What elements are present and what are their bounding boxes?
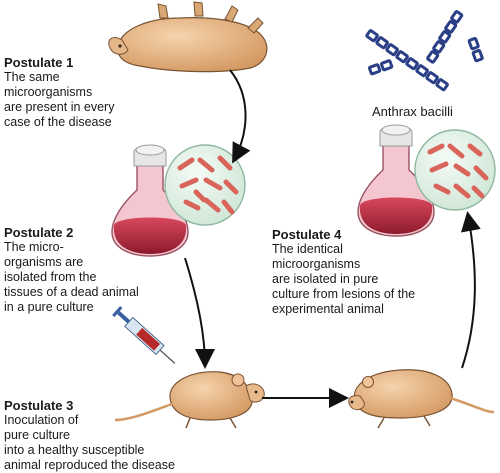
postulate-3-title: Postulate 3 xyxy=(4,398,74,413)
anthrax-bacilli-icon xyxy=(365,10,484,92)
postulate-4-title: Postulate 4 xyxy=(272,227,342,242)
experimental-rat-icon xyxy=(348,369,495,429)
arrow-1-to-2 xyxy=(229,69,251,164)
inoculated-rat-icon xyxy=(114,371,265,429)
syringe-icon xyxy=(112,306,176,364)
petri-dish-2-icon xyxy=(414,129,496,211)
arrow-2-to-3 xyxy=(184,257,215,369)
postulate-2-body: The micro- organisms are isolated from t… xyxy=(4,240,139,314)
postulate-3-body: Inoculation of pure culture into a healt… xyxy=(4,413,175,472)
postulate-2-title: Postulate 2 xyxy=(4,225,74,240)
dead-sheep-icon xyxy=(108,1,268,73)
postulate-1-body: The same microorganisms are present in e… xyxy=(4,70,115,129)
postulate-4-body: The identical microorganisms are isolate… xyxy=(272,242,416,316)
petri-dish-1-icon xyxy=(164,144,246,226)
postulate-1-title: Postulate 1 xyxy=(4,55,74,70)
arrow-4-to-flask xyxy=(461,211,481,369)
culture-flask-1-icon xyxy=(111,144,189,257)
anthrax-bacilli-label: Anthrax bacilli xyxy=(372,104,453,119)
